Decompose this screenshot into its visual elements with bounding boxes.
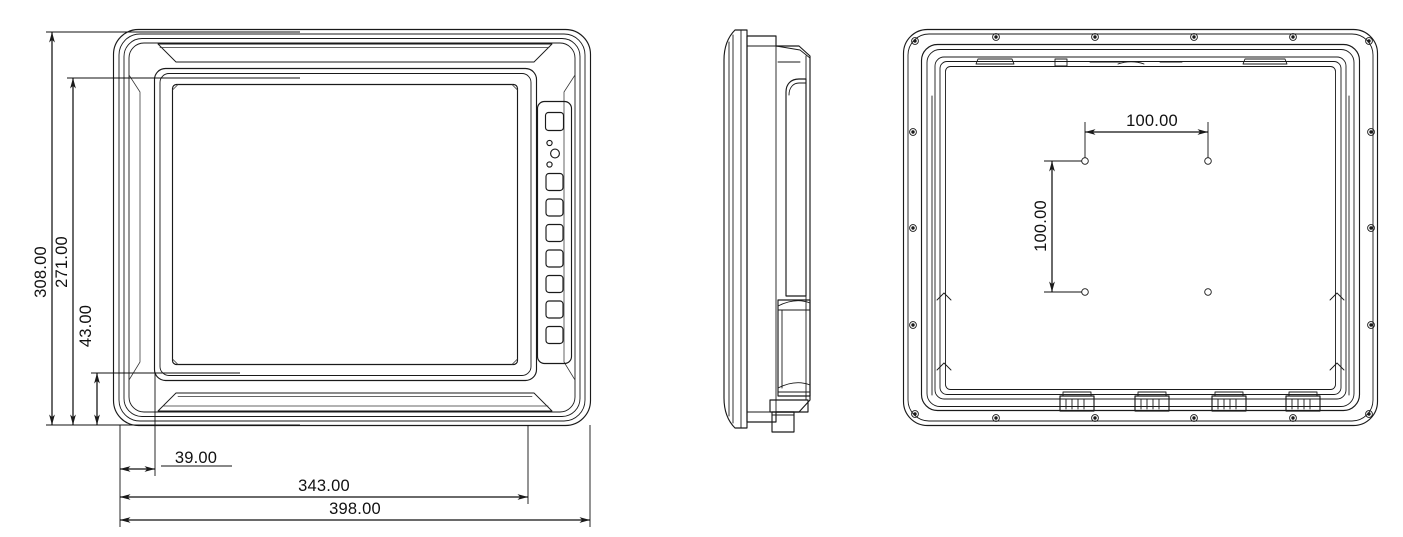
front-vertical-dimensions: 308.00 271.00 43.00 (32, 31, 300, 426)
function-button-5[interactable] (545, 274, 564, 294)
screw-icon (909, 321, 917, 329)
function-button-4[interactable] (545, 249, 564, 268)
screw-icon (911, 37, 919, 45)
function-button-3[interactable] (545, 223, 564, 243)
screw-icon (1190, 414, 1198, 422)
dimension-label-vesa-horizontal: 100.00 (1126, 112, 1178, 130)
screw-icon (992, 414, 1000, 422)
dimension-label-271: 271.00 (53, 236, 71, 288)
front-display-bezel (153, 67, 538, 382)
front-outer-bezel (112, 28, 592, 427)
rear-top-vents (975, 58, 1288, 67)
dimension-label-vesa-vertical: 100.00 (1032, 200, 1050, 252)
rear-view: 100.00 100.00 (902, 28, 1379, 427)
led-small-bottom-icon (546, 161, 553, 168)
side-upper-transition (775, 45, 811, 63)
rear-inner-cover (920, 43, 1361, 412)
dimension-label-39: 39.00 (175, 449, 217, 467)
connector-block (1134, 391, 1170, 412)
front-bottom-recess (157, 392, 553, 412)
front-screen-area (171, 83, 519, 366)
screw-icon (1289, 414, 1297, 422)
connector-block (1285, 391, 1321, 412)
function-button-1[interactable] (545, 172, 564, 192)
screw-icon (1367, 128, 1375, 136)
screw-icon (1365, 37, 1373, 45)
function-button-2[interactable] (545, 198, 564, 217)
dimension-label-398: 398.00 (329, 500, 381, 518)
rear-side-ribs (931, 95, 1350, 396)
front-control-panel[interactable] (536, 100, 573, 365)
rear-bottom-connectors (1059, 391, 1321, 412)
function-button-6[interactable] (545, 300, 564, 319)
front-top-recess (157, 43, 553, 63)
screw-icon (1190, 33, 1198, 41)
front-horizontal-dimensions: 39.00 343.00 398.00 (119, 373, 591, 527)
screw-icon (909, 224, 917, 232)
led-large-middle-icon (550, 148, 560, 159)
screw-icon (1367, 224, 1375, 232)
led-small-top-icon (546, 139, 553, 147)
screw-icon (992, 33, 1000, 41)
screw-icon (1091, 414, 1099, 422)
connector-block (1059, 391, 1095, 412)
rear-vesa-dimensions: 100.00 100.00 (1032, 112, 1209, 293)
vesa-hole-bottom-right (1204, 288, 1212, 296)
side-io-cover (777, 299, 811, 397)
screw-icon (1365, 410, 1373, 418)
vesa-hole-top-left (1081, 157, 1089, 165)
vesa-hole-top-right (1204, 157, 1212, 165)
power-button[interactable] (544, 111, 565, 132)
rear-raised-plate (945, 66, 1336, 390)
function-button-7[interactable] (545, 325, 564, 345)
screw-icon (909, 128, 917, 136)
rear-outer-shell (902, 28, 1379, 427)
screw-icon (1289, 33, 1297, 41)
connector-block (1211, 391, 1247, 412)
screw-icon (911, 410, 919, 418)
vesa-mounting-holes (1081, 157, 1212, 296)
dimension-label-43: 43.00 (77, 305, 95, 347)
side-access-panel (785, 78, 807, 297)
side-bottom-connector-stub (769, 399, 809, 433)
side-front-bezel (723, 29, 748, 429)
vesa-hole-bottom-left (1081, 288, 1089, 296)
dimension-label-343: 343.00 (298, 477, 350, 495)
screw-icon (1367, 321, 1375, 329)
front-side-chamfers (128, 74, 576, 381)
front-view: 308.00 271.00 43.00 39.00 (32, 28, 592, 527)
rear-perimeter-screws (909, 33, 1375, 422)
screw-icon (1091, 33, 1099, 41)
dimension-label-308: 308.00 (32, 246, 50, 298)
side-view (723, 29, 811, 433)
